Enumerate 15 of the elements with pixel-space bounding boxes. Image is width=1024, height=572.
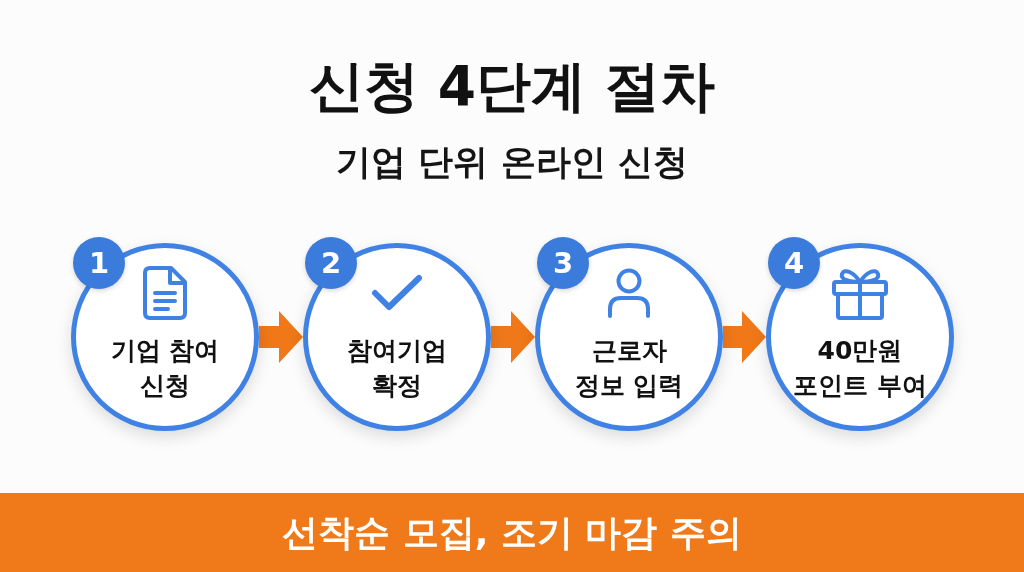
arrow [491, 311, 535, 363]
arrow [723, 311, 766, 363]
notice-banner [0, 493, 1024, 572]
subtitle: 기업 단위 온라인 신청 [336, 141, 688, 183]
arrow [259, 311, 303, 363]
step-label: 40만원 포인트 부여 [792, 335, 928, 402]
step-label: 기업 참여 신청 [109, 335, 221, 402]
step-number-badge: 4 [768, 237, 820, 289]
notice-text: 선착순 모집, 조기 마감 주의 [282, 510, 742, 555]
step-number-badge: 3 [537, 237, 589, 289]
step-number-badge: 2 [305, 237, 357, 289]
step-label: 참여기업 확정 [346, 335, 448, 402]
diagram-title: 신청 4단계 절차 [308, 53, 716, 119]
step-number-badge: 1 [73, 237, 125, 289]
step-label: 근로자 정보 입력 [573, 335, 685, 402]
